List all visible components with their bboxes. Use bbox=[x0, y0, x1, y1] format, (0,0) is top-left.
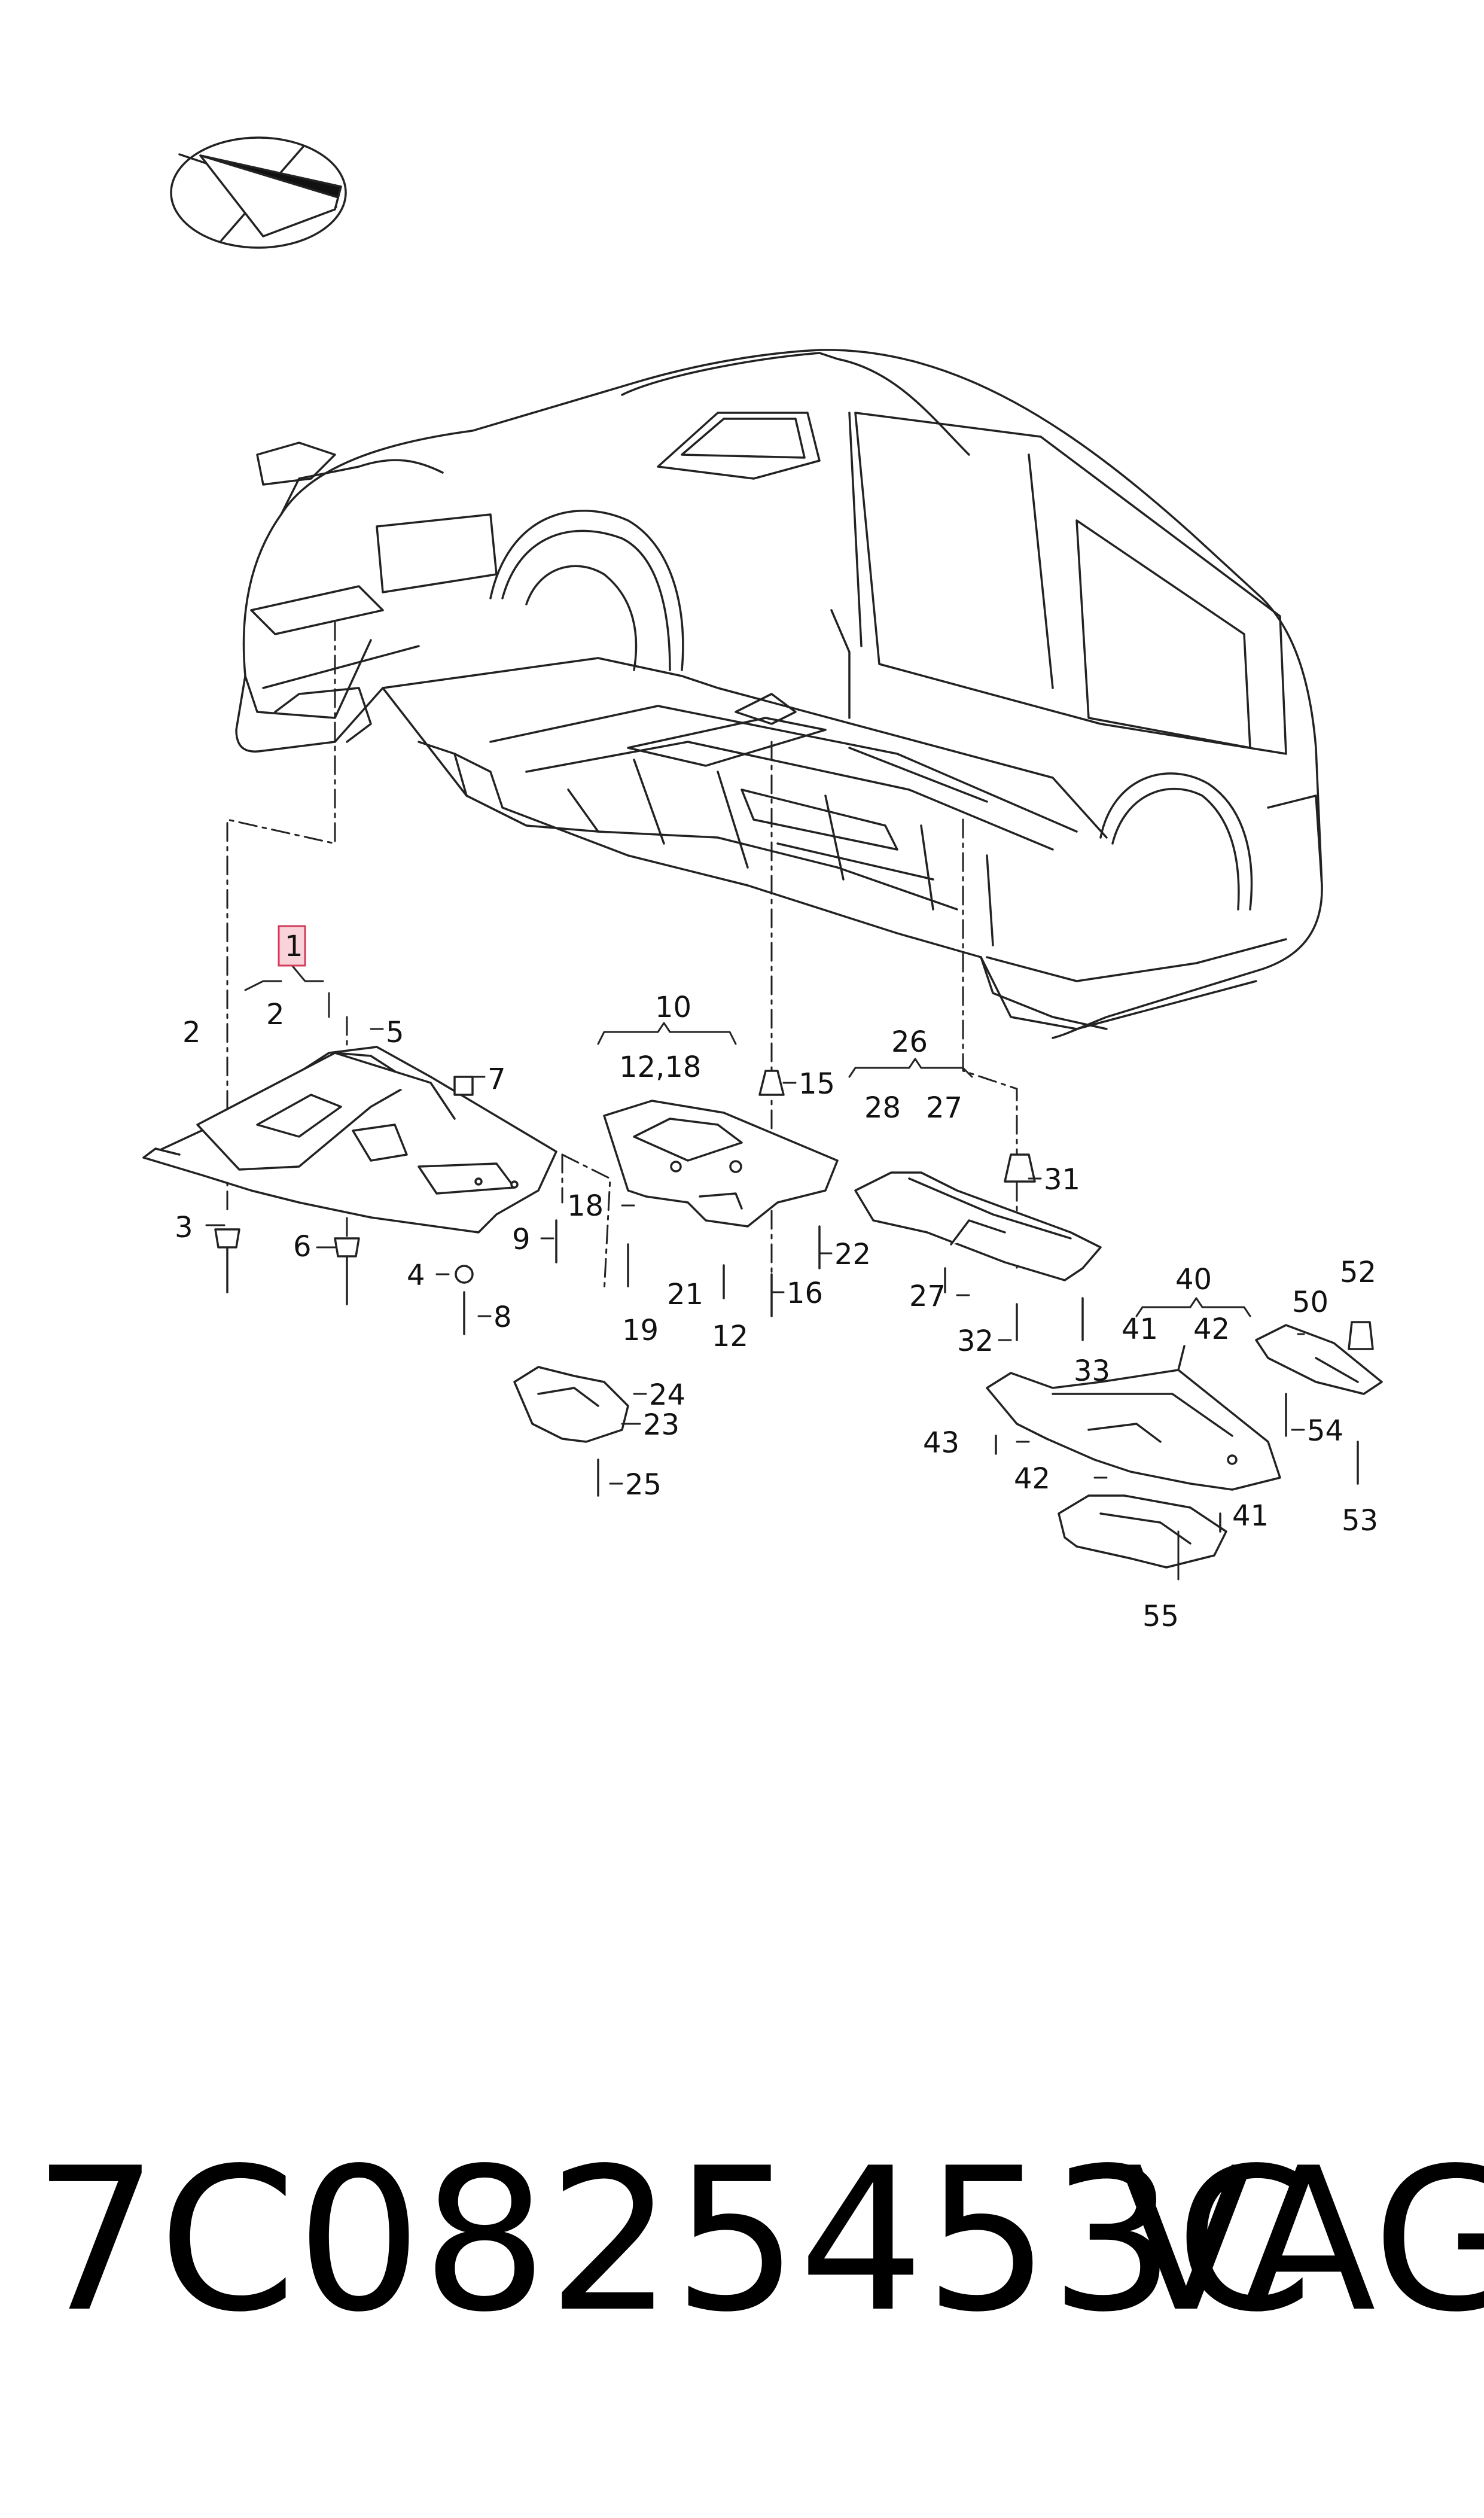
callout-label: 22 bbox=[834, 1238, 871, 1271]
callout-label: 41 bbox=[1232, 1499, 1269, 1533]
callout-label: 40 bbox=[1175, 1263, 1212, 1296]
part-40-rear-underbody-panel bbox=[986, 1345, 1281, 1491]
callout-label: 7 bbox=[487, 1062, 506, 1096]
callout-label: 33 bbox=[1074, 1354, 1110, 1388]
callout-label: 25 bbox=[625, 1468, 662, 1502]
callout-label: 2 bbox=[266, 998, 285, 1031]
part-10-center-underbody-panel bbox=[603, 1100, 839, 1228]
part-50-rear-bracket bbox=[1255, 1324, 1383, 1395]
callout-label: 52 bbox=[1340, 1256, 1376, 1289]
callout-label: 18 bbox=[567, 1189, 604, 1223]
highlight-box bbox=[278, 925, 306, 967]
callout-label: 24 bbox=[649, 1378, 685, 1412]
callout-label: 8 bbox=[493, 1301, 512, 1334]
callout-labels: 1 2 2 5 7 3 6 4 9 8 10 12,18 15 18 21 19… bbox=[175, 930, 1378, 1633]
callout-label: 53 bbox=[1342, 1504, 1378, 1537]
callout-label: 3 bbox=[175, 1211, 193, 1244]
part-number: 7C0825453C bbox=[33, 2126, 1314, 2355]
callout-label: 2 bbox=[182, 1016, 201, 1049]
vehicle-underbody-illustration bbox=[235, 349, 1323, 1039]
callout-label: 42 bbox=[1193, 1313, 1230, 1346]
callout-label: 1 bbox=[285, 930, 303, 963]
callout-label: 6 bbox=[293, 1230, 312, 1263]
part-1-front-underbody-panel bbox=[142, 1046, 557, 1234]
leader-lines bbox=[205, 962, 1305, 1581]
callout-label: 4 bbox=[407, 1259, 425, 1292]
callout-label: 10 bbox=[655, 991, 691, 1024]
callout-label: 23 bbox=[643, 1408, 679, 1442]
part-26-side-rail-panel bbox=[854, 1171, 1102, 1281]
callout-label: 12,18 bbox=[619, 1051, 701, 1084]
callout-label: 28 bbox=[864, 1091, 901, 1125]
callout-label: 5 bbox=[386, 1016, 404, 1049]
part-55-rear-lower-shield bbox=[1058, 1494, 1227, 1569]
brand-label: VAG bbox=[1119, 2126, 1484, 2355]
orientation-compass-icon bbox=[170, 136, 347, 249]
callout-label: 31 bbox=[1044, 1163, 1080, 1196]
footer: 7C0825453C VAG bbox=[0, 2142, 1484, 2453]
callout-label: 15 bbox=[799, 1067, 835, 1101]
callout-label: 21 bbox=[667, 1278, 703, 1311]
callout-label: 55 bbox=[1142, 1600, 1179, 1633]
callout-label: 27 bbox=[909, 1280, 946, 1313]
callout-label: 41 bbox=[1122, 1313, 1158, 1346]
callout-label: 50 bbox=[1292, 1286, 1328, 1319]
callout-label: 16 bbox=[787, 1277, 823, 1310]
callout-label: 54 bbox=[1307, 1414, 1343, 1448]
part-23-center-shield bbox=[513, 1366, 629, 1443]
exploded-parts-diagram: 1 2 2 5 7 3 6 4 9 8 10 12,18 15 18 21 19… bbox=[142, 136, 1383, 1633]
callout-label: 32 bbox=[957, 1325, 994, 1358]
callout-label: 12 bbox=[712, 1320, 748, 1353]
callout-label: 27 bbox=[926, 1091, 962, 1125]
callout-label: 26 bbox=[891, 1025, 928, 1059]
callout-label: 43 bbox=[923, 1426, 959, 1460]
fastener-sketches bbox=[214, 1070, 1374, 1533]
callout-label: 19 bbox=[622, 1314, 659, 1347]
callout-label: 42 bbox=[1014, 1462, 1050, 1496]
callout-label: 9 bbox=[512, 1223, 531, 1256]
